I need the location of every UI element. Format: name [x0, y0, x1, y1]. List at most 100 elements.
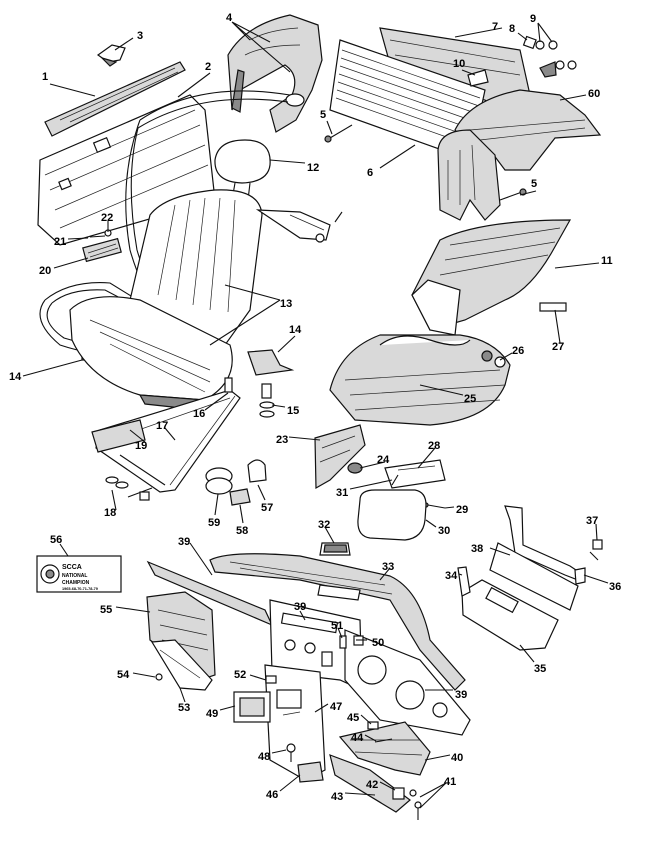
callout-52: 52	[234, 669, 246, 681]
callout-39b: 39	[294, 601, 306, 613]
callout-57: 57	[261, 502, 273, 514]
part-37-screw	[589, 539, 603, 561]
part-28-clip-plate	[384, 459, 446, 489]
callout-22: 22	[101, 212, 113, 224]
callout-14b: 14	[9, 371, 22, 383]
callout-50: 50	[372, 637, 384, 649]
callout-51: 51	[331, 620, 343, 632]
callout-5a: 5	[320, 109, 326, 121]
part-42-bracket	[392, 787, 405, 800]
callout-16: 16	[193, 408, 205, 420]
callout-32: 32	[318, 519, 330, 531]
part-8-9-fasteners	[522, 35, 577, 78]
part-43-lower-trim	[329, 754, 411, 813]
callout-6: 6	[367, 167, 373, 179]
callout-35: 35	[534, 663, 546, 675]
callout-55: 55	[100, 604, 112, 616]
callout-42: 42	[366, 779, 378, 791]
part-46-bracket	[297, 761, 324, 783]
callout-54: 54	[117, 669, 130, 681]
callout-13a: 13	[280, 298, 292, 310]
callout-31: 31	[336, 487, 348, 499]
badge-line3: CHAMPION	[62, 580, 90, 586]
callout-26: 26	[512, 345, 524, 357]
callout-43: 43	[331, 791, 343, 803]
callout-56: 56	[50, 534, 62, 546]
part-41-screws	[409, 789, 422, 820]
callout-19: 19	[135, 440, 147, 452]
callout-4: 4	[226, 12, 233, 24]
part-18-bolt-washers	[105, 476, 153, 501]
part-39-instrument-panel	[344, 629, 471, 736]
callout-17: 17	[156, 420, 168, 432]
callout-10: 10	[453, 58, 465, 70]
part-11-console-upper	[411, 219, 572, 336]
part-60-rear-side-trim	[454, 89, 602, 171]
callout-2: 2	[205, 61, 211, 73]
part-1-door-trim-strip	[44, 61, 186, 137]
part-32-light-lens	[319, 542, 351, 556]
callout-24: 24	[377, 454, 390, 466]
part-13-seat-back	[129, 189, 263, 351]
part-33-dash-top-pad	[209, 553, 466, 691]
part-seat-belt-buckle	[247, 349, 295, 376]
part-29-screw	[423, 502, 446, 509]
part-39-center-panel	[269, 599, 363, 691]
callout-38: 38	[471, 543, 483, 555]
callout-33: 33	[382, 561, 394, 573]
part-52-switch	[265, 675, 277, 684]
part-rear-wheel-trim	[437, 129, 501, 221]
callout-28: 28	[428, 440, 440, 452]
part-45-clip	[367, 721, 379, 730]
callout-7: 7	[492, 21, 498, 33]
callout-48: 48	[258, 751, 270, 763]
callout-14a: 14	[289, 324, 302, 336]
part-25-tunnel-cover	[329, 334, 511, 426]
part-31-screw	[391, 474, 399, 486]
part-58-clip	[229, 488, 251, 506]
part-5-screw-upper	[324, 124, 353, 143]
callout-41: 41	[444, 776, 456, 788]
callout-40: 40	[451, 752, 463, 764]
part-57-cap	[247, 459, 267, 483]
part-53-glovebox-lid	[150, 639, 213, 691]
callout-20: 20	[39, 265, 51, 277]
callout-60: 60	[588, 88, 600, 100]
callout-45: 45	[347, 712, 359, 724]
leader-lines	[22, 21, 609, 809]
callout-1: 1	[42, 71, 48, 83]
callout-15: 15	[287, 405, 299, 417]
callout-36: 36	[609, 581, 621, 593]
callout-27: 27	[552, 341, 564, 353]
callout-44: 44	[351, 732, 364, 744]
badge-years: 1965-68-70-71-78-79	[62, 587, 98, 591]
part-49-radio-blank	[233, 691, 271, 723]
callout-5b: 5	[531, 178, 537, 190]
part-20-21-22-belt-anchor	[82, 229, 122, 263]
callout-12: 12	[307, 162, 319, 174]
part-30-mirror	[357, 489, 427, 541]
callout-18: 18	[104, 507, 116, 519]
part-15-bolt-washers	[259, 383, 275, 418]
part-seat-lock-mechanism	[255, 209, 343, 243]
callout-8: 8	[509, 23, 515, 35]
part-24-knob	[347, 462, 363, 474]
callout-49: 49	[206, 708, 218, 720]
badge-line2: NATIONAL	[62, 573, 87, 579]
callout-23: 23	[276, 434, 288, 446]
part-27-bolt	[539, 302, 567, 312]
callout-53: 53	[178, 702, 190, 714]
part-44-screw	[374, 738, 393, 743]
callout-30: 30	[438, 525, 450, 537]
badge-line1: SCCA	[62, 564, 82, 571]
part-34-visor-pivot	[457, 566, 471, 597]
callout-34: 34	[445, 570, 458, 582]
callout-39c: 39	[455, 689, 467, 701]
part-54-screw	[155, 673, 163, 681]
callout-11: 11	[601, 255, 613, 267]
callout-59: 59	[208, 517, 220, 529]
callout-58: 58	[236, 525, 248, 537]
part-35-sun-visor	[461, 579, 559, 651]
